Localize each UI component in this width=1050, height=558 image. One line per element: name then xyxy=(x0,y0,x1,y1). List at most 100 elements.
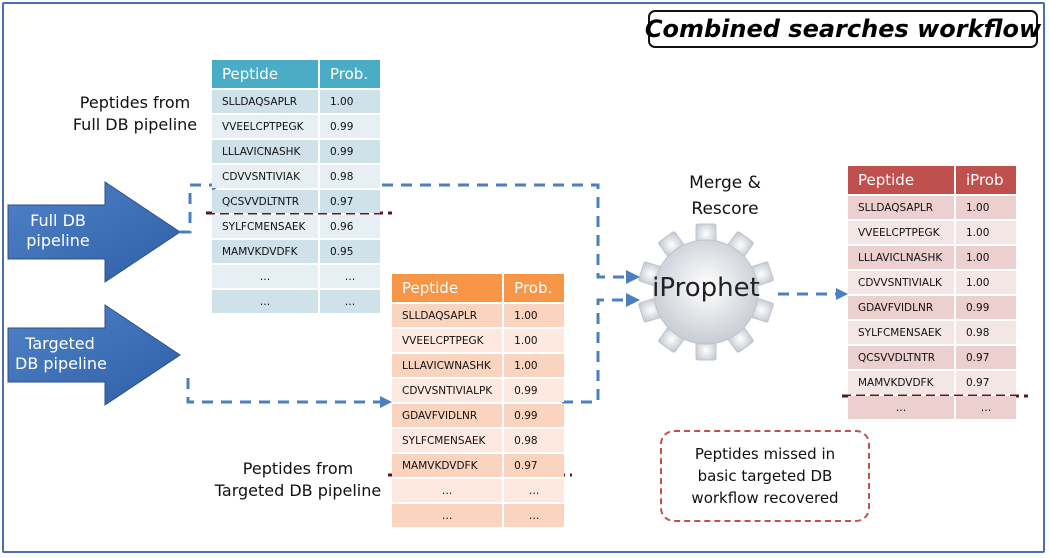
targeted-db-peptides-line-2: Targeted DB pipeline xyxy=(214,481,382,500)
probability-cell: 0.99 xyxy=(320,115,380,138)
probability-cell: … xyxy=(320,290,380,313)
merge-line-1: Merge & xyxy=(689,173,761,193)
full-db-arrow-line-2: pipeline xyxy=(26,231,90,250)
peptide-cell: QCSVVDLTNTR xyxy=(848,346,956,369)
targeted-db-arrow-line-2: DB pipeline xyxy=(15,354,107,373)
probability-cell: 0.99 xyxy=(504,404,565,427)
column-header-peptide: Peptide xyxy=(848,166,956,194)
probability-cell: 0.97 xyxy=(320,190,380,213)
probability-cell: 0.97 xyxy=(956,346,1016,369)
peptide-cell: … xyxy=(212,265,320,288)
peptide-cell: SYLFCMENSAEK xyxy=(392,429,505,452)
peptide-cell: MAMVKDVDFK xyxy=(848,371,956,394)
probability-cell: 1.00 xyxy=(504,304,565,327)
column-header-probability: Prob. xyxy=(504,274,565,302)
peptide-cell: SLLDAQSAPLR xyxy=(212,90,320,113)
peptide-cell: VVEELCPTPEGK xyxy=(848,221,956,244)
probability-cell: 0.99 xyxy=(320,140,380,163)
full-db-arrow-line-1: Full DB xyxy=(30,211,86,230)
probability-cell: 0.97 xyxy=(956,371,1016,394)
probability-cell: … xyxy=(320,265,380,288)
peptide-cell: QCSVVDLTNTR xyxy=(212,190,320,213)
targeted-db-arrow-line-1: Targeted xyxy=(25,334,95,353)
peptide-cell: … xyxy=(392,479,505,502)
probability-cell: 0.96 xyxy=(320,215,380,238)
probability-cell: 1.00 xyxy=(956,196,1016,219)
iprophet-gear-icon xyxy=(638,223,774,361)
probability-cell: … xyxy=(504,504,565,527)
table-row: …… xyxy=(212,290,380,313)
peptide-cell: VVEELCPTPEGK xyxy=(212,115,320,138)
probability-cell: 1.00 xyxy=(956,246,1016,269)
probability-cell: 1.00 xyxy=(320,90,380,113)
peptide-cell: GDAVFVIDLNR xyxy=(392,404,505,427)
probability-cell: 0.99 xyxy=(504,379,565,402)
probability-cell: 0.98 xyxy=(956,321,1016,344)
peptide-cell: SLLDAQSAPLR xyxy=(848,196,956,219)
probability-cell: … xyxy=(956,396,1016,419)
full-db-peptides-label: Peptides from Full DB pipeline xyxy=(60,92,210,136)
probability-cell: 0.99 xyxy=(956,296,1016,319)
probability-cell: 1.00 xyxy=(956,271,1016,294)
peptide-cell: GDAVFVIDLNR xyxy=(848,296,956,319)
peptide-cell: SYLFCMENSAEK xyxy=(848,321,956,344)
peptide-cell: LLLAVICLNASHK xyxy=(848,246,956,269)
peptide-cell: … xyxy=(848,396,956,419)
peptide-cell: LLLAVICWNASHK xyxy=(392,354,505,377)
full-db-arrow-label: Full DB pipeline xyxy=(18,211,98,251)
full-db-peptides-line-1: Peptides from xyxy=(79,93,191,112)
workflow-title: Combined searches workflow xyxy=(645,10,1041,48)
missed-line-3: workflow recovered xyxy=(691,489,839,507)
merge-line-2: Rescore xyxy=(691,199,759,219)
missed-line-1: Peptides missed in xyxy=(694,445,836,463)
probability-cell: 1.00 xyxy=(956,221,1016,244)
probability-cell: 0.95 xyxy=(320,240,380,263)
peptide-cell: LLLAVICNASHK xyxy=(212,140,320,163)
peptide-cell: SYLFCMENSAEK xyxy=(212,215,320,238)
peptide-cell: … xyxy=(392,504,505,527)
column-header-peptide: Peptide xyxy=(392,274,505,302)
merge-rescore-label: Merge & Rescore xyxy=(670,170,780,222)
targeted-db-peptides-line-1: Peptides from xyxy=(242,459,354,478)
full-db-pipeline-arrow xyxy=(7,181,181,283)
peptide-cell: MAMVKDVDFK xyxy=(212,240,320,263)
probability-cell: 1.00 xyxy=(504,354,565,377)
targeted-db-pipeline-arrow xyxy=(7,304,181,406)
targeted-db-arrow-label: Targeted DB pipeline xyxy=(15,334,107,374)
probability-cell: 0.98 xyxy=(320,165,380,188)
connector-arrowheads xyxy=(212,179,848,408)
peptide-cell: … xyxy=(212,290,320,313)
peptide-cell: SLLDAQSAPLR xyxy=(392,304,505,327)
peptide-cell: VVEELCPTPEGK xyxy=(392,329,505,352)
dashed-connectors xyxy=(180,183,838,404)
